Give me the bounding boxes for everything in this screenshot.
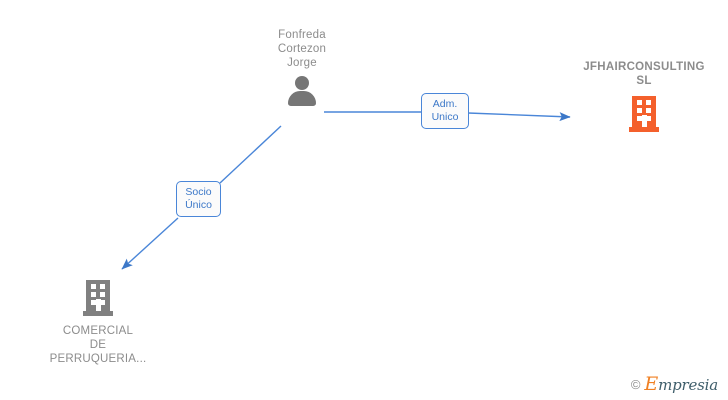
brand-logo: Empresia (644, 375, 718, 394)
building-icon-window (91, 300, 96, 305)
building-icon-door (642, 115, 647, 127)
empresia-watermark: © Empresia (631, 375, 718, 394)
node-person-label: Fonfreda Cortezon Jorge (277, 29, 327, 69)
brand-rest: mpresia (658, 376, 718, 394)
building-icon-window (637, 100, 642, 105)
building-icon-base (629, 127, 659, 132)
edge-label-socio-unico[interactable]: Socio Único (176, 181, 221, 217)
brand-initial: E (644, 373, 659, 395)
copyright-icon: © (630, 377, 641, 392)
building-icon-window (100, 284, 105, 289)
node-company-right-label: JFHAIRCONSULTING SL (583, 61, 705, 87)
building-icon-window (646, 116, 651, 121)
building-icon-window (100, 300, 105, 305)
building-icon-window (91, 292, 96, 297)
building-icon-window (91, 284, 96, 289)
person-icon[interactable] (287, 76, 317, 108)
edge-label-adm-unico[interactable]: Adm. Unico (421, 93, 469, 129)
building-icon[interactable] (629, 96, 659, 132)
edge-socio-segment-out (121, 217, 179, 270)
person-icon-body (288, 91, 316, 106)
building-icon[interactable] (83, 280, 113, 316)
building-icon-door (96, 299, 101, 311)
building-icon-window (646, 100, 651, 105)
node-company-left[interactable]: COMERCIAL DE PERRUQUERIA... (28, 280, 168, 366)
node-company-right[interactable]: JFHAIRCONSULTING SL (560, 60, 728, 132)
edge-socio-segment-in (219, 125, 282, 184)
building-icon-base (83, 311, 113, 316)
node-company-left-label: COMERCIAL DE PERRUQUERIA... (49, 325, 147, 365)
building-icon-window (646, 108, 651, 113)
node-person[interactable]: Fonfreda Cortezon Jorge (242, 28, 362, 108)
edge-adm-segment-out (467, 112, 571, 122)
building-icon-window (637, 116, 642, 121)
person-icon-head (295, 76, 309, 90)
building-icon-window (100, 292, 105, 297)
building-icon-window (637, 108, 642, 113)
